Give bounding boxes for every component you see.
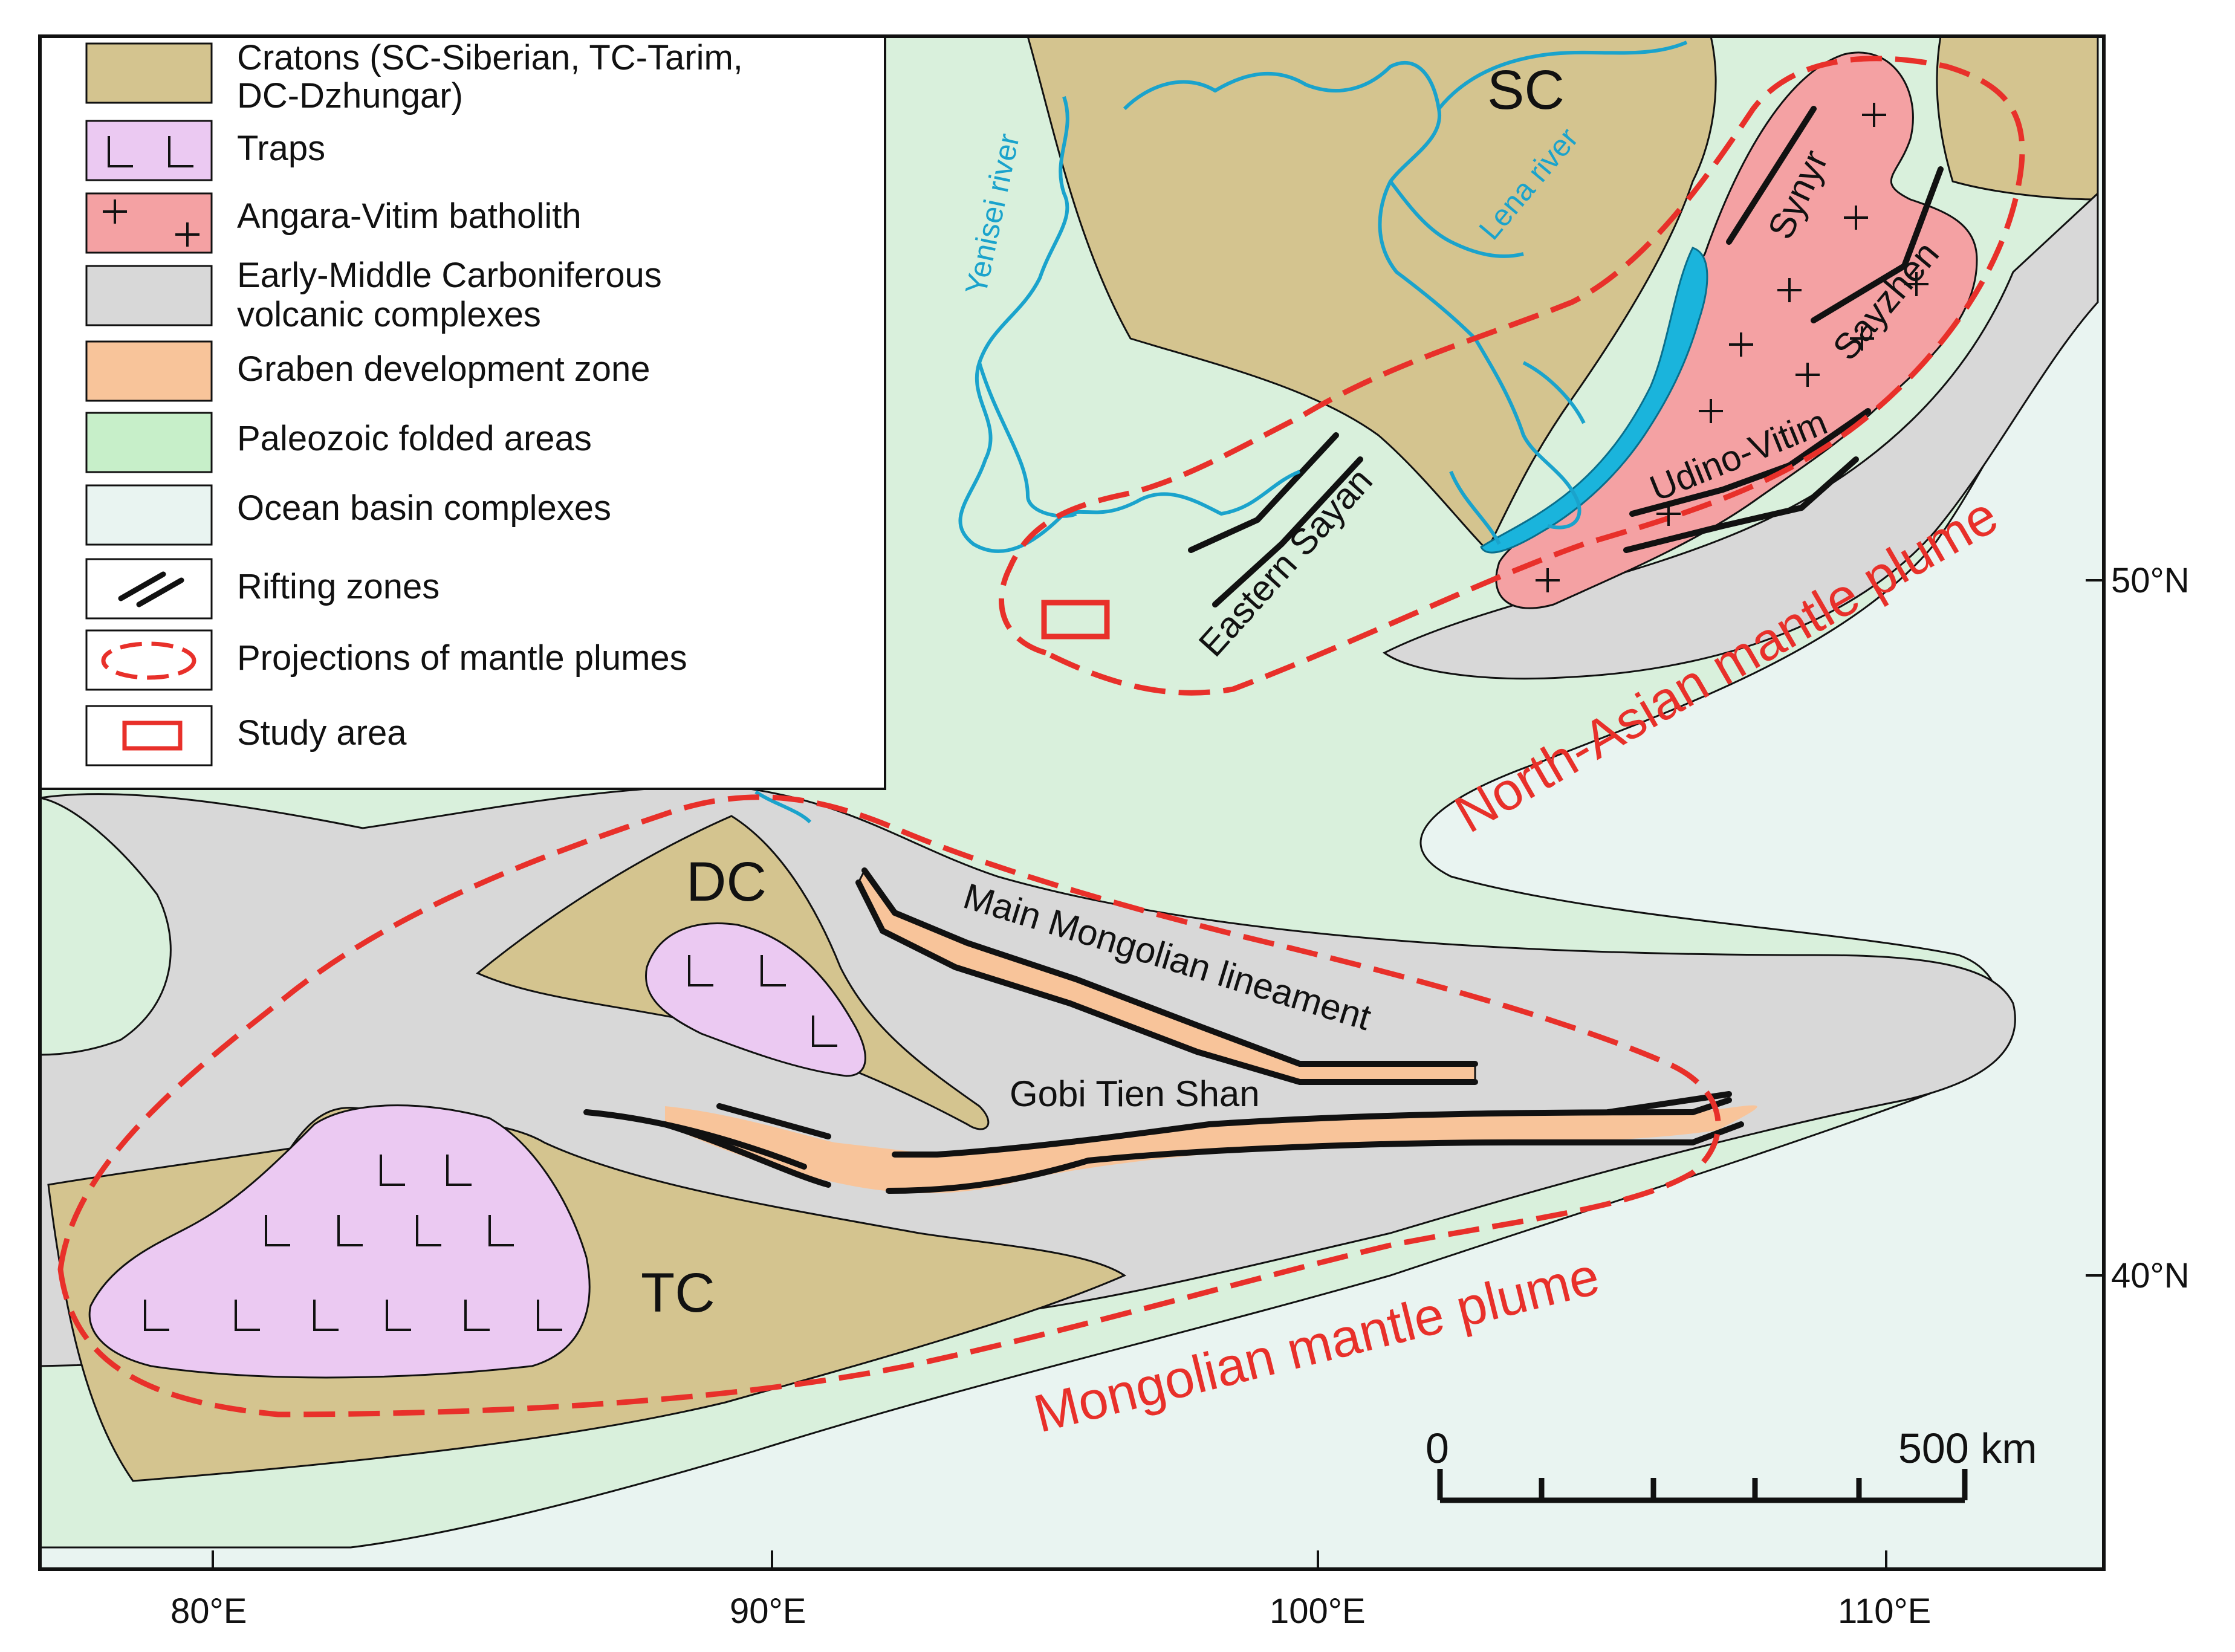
trap-symbols — [144, 955, 837, 1331]
legend-label-paleozoic: Paleozoic folded areas — [237, 419, 592, 458]
selenga-river — [1449, 470, 1501, 545]
scale-bar-zero: 0 — [1426, 1425, 1449, 1472]
scale-bar-line — [1437, 1469, 1968, 1503]
legend-swatch-paleozoic — [85, 412, 213, 473]
longitude-axis — [212, 1550, 1887, 1569]
dzhungar-craton-label: DC — [686, 851, 767, 913]
lena-tributary — [1437, 40, 1688, 110]
lake-baikal — [1480, 247, 1708, 554]
legend-swatch-batholith — [85, 192, 213, 254]
paleozoic-west-tongue — [39, 797, 172, 1056]
legend-swatch-plumes — [85, 629, 213, 691]
vitim-river — [1522, 361, 1586, 424]
legend-trap-symbol — [108, 136, 193, 167]
longitude-label-90: 90°E — [730, 1592, 806, 1631]
longitude-label-80: 80°E — [170, 1592, 247, 1631]
legend-label-volcanic-line2: volcanic complexes — [237, 295, 541, 334]
rifting-zones — [583, 106, 1944, 1194]
yenisei-river — [958, 96, 1301, 553]
scale-bar: 0 500 km — [1426, 1425, 2037, 1503]
siberian-craton-label: SC — [1487, 59, 1565, 121]
legend-swatch-volcanic — [85, 265, 213, 326]
gobi-tien-shan-label: Gobi Tien Shan — [1010, 1074, 1260, 1114]
longitude-label-100: 100°E — [1270, 1592, 1366, 1631]
legend-plus-symbol — [103, 199, 199, 247]
volcanic-arc-northeast — [1383, 191, 2099, 680]
study-area-marker — [1041, 600, 1110, 640]
legend-swatch-study — [85, 705, 213, 766]
latitude-label-40: 40°N — [2111, 1256, 2190, 1295]
legend-label-cratons-line2: DC-Dzhungar) — [237, 76, 463, 115]
legend-label-ocean: Ocean basin complexes — [237, 488, 611, 528]
legend-plume-symbol — [101, 641, 196, 680]
upper-river — [754, 790, 812, 824]
legend-swatch-cratons — [85, 42, 213, 104]
map-frame — [38, 34, 2106, 1571]
siberian-craton — [1027, 35, 1717, 552]
legend-label-traps: Traps — [237, 129, 325, 168]
rivers — [754, 40, 1688, 824]
batholith-plus-symbols — [1536, 103, 1928, 592]
yenisei-river-west — [978, 362, 1077, 518]
legend-swatch-rifting — [85, 558, 213, 620]
legend-label-plumes: Projections of mantle plumes — [237, 638, 687, 678]
legend-swatch-ocean — [85, 484, 213, 546]
legend-label-rifting: Rifting zones — [237, 567, 440, 606]
legend-label-volcanic-line1: Early-Middle Carboniferous — [237, 256, 662, 295]
legend-label-batholith: Angara-Vitim batholith — [237, 196, 582, 236]
legend-rifting-symbol — [118, 571, 184, 607]
dzhungar-traps — [645, 922, 866, 1077]
longitude-label-110: 110°E — [1838, 1592, 1931, 1631]
north-asian-plume-outline — [999, 56, 2025, 696]
legend-swatch-traps — [85, 120, 213, 181]
legend-label-graben: Graben development zone — [237, 349, 650, 389]
lena-tributary-2 — [1389, 180, 1524, 258]
legend-swatch-graben — [85, 340, 213, 402]
legend-study-symbol — [122, 721, 183, 751]
latitude-axis — [2086, 579, 2104, 1277]
legend: Cratons (SC-Siberian, TC-Tarim, DC-Dzhun… — [39, 35, 886, 790]
scale-bar-end: 500 km — [1898, 1425, 2037, 1472]
legend-label-cratons-line1: Cratons (SC-Siberian, TC-Tarim, — [237, 38, 743, 77]
legend-label-study: Study area — [237, 713, 407, 753]
tarim-craton-label: TC — [641, 1262, 715, 1324]
latitude-label-50: 50°N — [2111, 561, 2190, 600]
